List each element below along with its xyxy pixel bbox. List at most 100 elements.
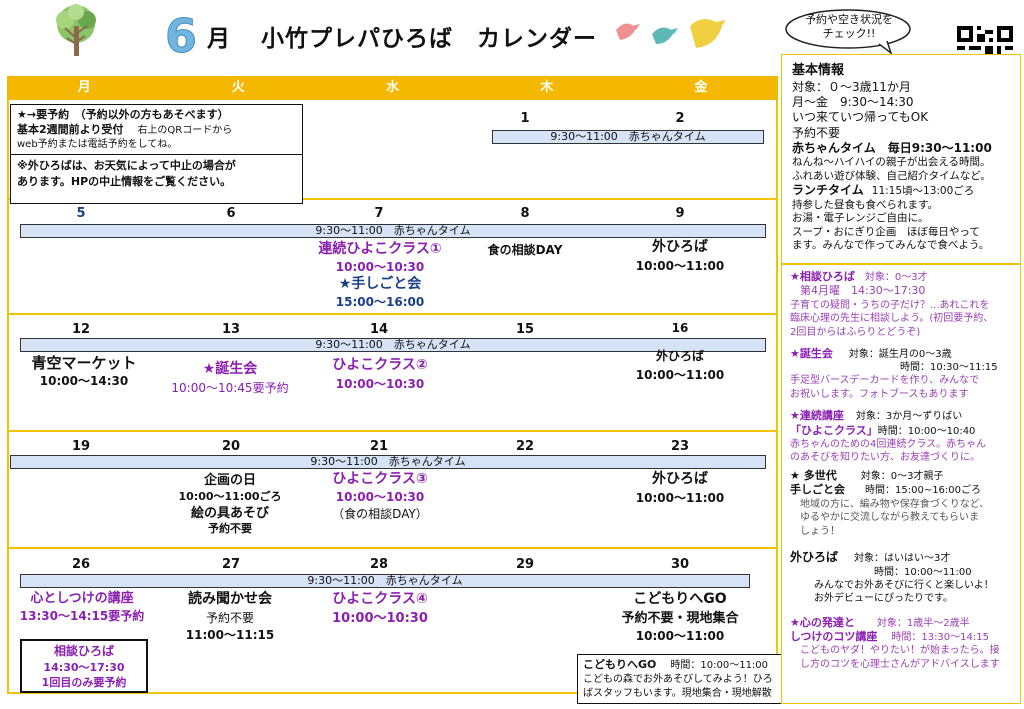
day-1: 1 <box>520 111 530 126</box>
shitsuke-desc: こどものヤダ！やりたい！が始まったら。接 <box>800 645 1000 657</box>
notice-weather: ※外ひろばは、お天気によって中止の場合が <box>17 159 236 173</box>
weekday-mon: 月 <box>77 80 91 95</box>
birthday-target: 対象：誕生月の0～3歳 <box>848 349 952 361</box>
day-29: 29 <box>515 557 535 572</box>
day-27: 27 <box>221 557 241 572</box>
kodomori-desc: こどもの森でお外あそびしてみよう！ひろ <box>583 674 773 685</box>
baby-time-band: 9:30～11:00 赤ちゃんタイム <box>492 130 764 144</box>
day-6: 6 <box>226 206 236 221</box>
day-21: 21 <box>369 439 389 454</box>
event-soto-hiroba: 外ひろば <box>655 349 704 363</box>
baby-time-band: 9:30～11:00 赤ちゃんタイム <box>20 574 750 588</box>
shitsuke-desc: し方のコツを心理士さんがアドバイスします <box>800 658 1000 670</box>
event-time: 10:00～10:30 <box>332 611 428 626</box>
day-7: 7 <box>374 206 384 221</box>
month-label: 月 <box>207 26 232 52</box>
tejigoto-title: ★ 多世代 <box>790 468 837 482</box>
event-yomikikase: 読み聞かせ会 <box>188 591 272 607</box>
event-shitsuke-course: 心としつけの講座 <box>30 591 134 606</box>
soto-hiroba-desc: みんなでお外あそびに行くと楽しいよ！ <box>814 579 994 591</box>
weekday-fri: 金 <box>694 80 708 95</box>
event-no-reserve: 予約不要 <box>205 611 254 625</box>
event-birthday: ★誕生会 <box>202 361 258 377</box>
event-no-reserve: 予約不要・現地集合 <box>621 611 739 626</box>
birthday-desc: お祝いします。フォトブースもあります <box>790 388 969 400</box>
baby-time-band: 9:30～11:00 赤ちゃんタイム <box>10 455 766 469</box>
tejigoto-name: 手しごと会 <box>790 483 845 497</box>
kodomori-title: こどもりへGO <box>583 658 657 671</box>
event-aozora-market: 青空マーケット <box>31 354 137 372</box>
tejigoto-target: 対象：0～3才親子 <box>860 470 944 482</box>
day-14: 14 <box>369 322 389 337</box>
day-15: 15 <box>515 322 535 337</box>
lunch-desc: お湯・電子レンジご自由に。 <box>792 212 929 225</box>
lunch-desc: スープ・おにぎり企画 ほぼ毎日やって <box>792 225 980 238</box>
event-hiyoko-3: ひよこクラス③ <box>332 471 428 487</box>
day-2: 2 <box>675 111 685 126</box>
event-time: 10:00～10:45要予約 <box>171 381 289 395</box>
hiyoko-target: 対象：3か月～ずりばい <box>855 411 963 423</box>
kodomori-info-box: こどもりへGO 時間：10:00～11:00 こどもの森でお外あそびしてみよう！ひ… <box>577 654 783 704</box>
birthday-desc: 手足型バースデーカードを作り、みんなで <box>790 375 980 387</box>
event-food-consult: （食の相談DAY） <box>332 507 428 521</box>
event-time: 10:00～10:30 <box>335 490 425 504</box>
birthday-time: 時間：10:30～11:15 <box>900 362 998 374</box>
week-divider <box>7 547 778 549</box>
day-9: 9 <box>675 206 685 221</box>
day-26: 26 <box>71 557 91 572</box>
basic-no-reserve: 予約不要 <box>792 125 841 140</box>
notice-qr: 右上のQRコードから <box>137 124 233 136</box>
weekday-thu: 木 <box>540 80 554 95</box>
baby-time-title: 赤ちゃんタイム 毎日9:30～11:00 <box>792 141 992 156</box>
day-30: 30 <box>670 557 690 572</box>
event-food-consult: 食の相談DAY <box>487 243 563 257</box>
day-12: 12 <box>71 322 91 337</box>
soudan-desc: 子育ての疑問・うちの子だけ？...あれこれを <box>790 299 990 311</box>
soudan-target: 対象：0～3才 <box>864 272 928 283</box>
page-title: 6 月 小竹プレパひろば カレンダー <box>164 6 598 66</box>
week-divider <box>7 313 778 315</box>
basic-anytime: いつ来ていつ帰ってもOK <box>792 110 929 125</box>
event-time: 10:00～10:30 <box>335 377 425 391</box>
basic-info-panel: 基本情報 対象：０～3歳11か月 月～金 9:30～14:30 いつ来ていつ帰っ… <box>781 54 1021 264</box>
day-22: 22 <box>515 439 535 454</box>
kodomori-desc: ばスタッフもいます。現地集合・現地解散 <box>583 687 772 699</box>
hiyoko-title: ★連続講座 <box>790 409 844 423</box>
event-time: 15:00～16:00 <box>335 295 425 309</box>
birds-icon <box>612 12 730 56</box>
calendar-title: 小竹プレパひろば カレンダー <box>261 26 598 52</box>
tejigoto-time: 時間：15:00~16:00ごろ <box>865 485 982 497</box>
month-number: 6 <box>164 9 198 64</box>
shitsuke-name: しつけのコツ講座 <box>790 629 878 643</box>
soudan-desc: 2回目からはふらりとどうぞ) <box>790 326 921 338</box>
event-no-reserve: 予約不要 <box>208 522 252 535</box>
soto-hiroba-time: 時間：10:00～11:00 <box>874 566 972 578</box>
event-soto-hiroba: 外ひろば <box>652 471 708 487</box>
tejigoto-desc: 地域の方に、編み物や保存食づくりなど、 <box>800 498 990 510</box>
event-hiyoko-2: ひよこクラス② <box>332 357 428 373</box>
event-enogu: 絵の具あそび <box>190 506 269 521</box>
event-details-panel: ★相談ひろば対象：0～3才 第4月曜 14:30～17:30 子育ての疑問・うち… <box>781 264 1021 704</box>
event-time: 10:00～11:00 <box>635 491 725 505</box>
week-divider <box>7 198 778 200</box>
day-28: 28 <box>369 557 389 572</box>
soto-hiroba-title: 外ひろば <box>790 550 839 565</box>
day-13: 13 <box>221 322 241 337</box>
basic-info-title: 基本情報 <box>792 63 845 78</box>
hiyoko-time: 時間：10:00～10:40 <box>877 425 976 437</box>
event-hiyoko-1: 連続ひよこクラス① <box>318 241 442 257</box>
event-time: 10:00～10:30 <box>335 260 425 274</box>
weekday-wed: 水 <box>386 80 400 95</box>
lunch-desc: ます。みんなで作ってみんなで食べよう。 <box>792 239 990 252</box>
notice-hp: あります。HPの中止情報をご覧ください。 <box>17 174 232 188</box>
notice-reserve: ★→要予約 （予約以外の方もあそべます） <box>17 108 229 121</box>
baby-time-band: 9:30～11:00 赤ちゃんタイム <box>20 224 766 238</box>
event-time: 10:00～14:30 <box>39 374 129 388</box>
event-kikaku: 企画の日 <box>203 473 256 488</box>
event-time: 10:00～11:00ごろ <box>178 490 282 503</box>
lunch-desc: 持参した昼食も食べられます。 <box>792 198 938 211</box>
event-soto-hiroba: 外ひろば <box>652 239 708 255</box>
event-time: 時間：10:00～11:00 <box>670 660 769 671</box>
soudan-desc: 臨床心理の先生に相談しよう。(初回要予約、 <box>790 313 994 325</box>
tejigoto-desc: ゆるやかに交流しながら教えてもらいま <box>800 512 979 524</box>
